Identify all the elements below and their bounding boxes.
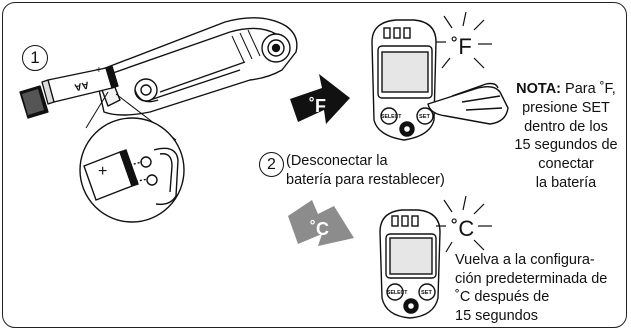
device-bottom bbox=[379, 209, 441, 319]
detail-plus: + bbox=[98, 163, 107, 180]
battery bbox=[19, 65, 119, 119]
hand-icon bbox=[427, 82, 509, 125]
step-2-text: (Desconectar la batería para restablecer… bbox=[286, 152, 491, 190]
magnified-detail bbox=[79, 117, 185, 223]
step-2-marker: 2 bbox=[259, 152, 284, 177]
revert-line-4: 15 segundos bbox=[455, 307, 539, 324]
note-line-2: presione SET bbox=[522, 99, 610, 116]
celsius-arrow bbox=[288, 200, 354, 246]
note-line-6: la batería bbox=[535, 174, 597, 191]
flash-rays-bottom bbox=[436, 195, 492, 253]
device-bottom-set-label: SET bbox=[421, 290, 432, 296]
revert-text: Vuelva a la configura- ción predetermina… bbox=[455, 251, 627, 325]
flashing-fahrenheit: ˚F bbox=[451, 34, 472, 59]
step-2-line-1: (Desconectar la bbox=[286, 153, 388, 169]
battery-plus: + bbox=[96, 65, 102, 76]
flashing-celsius: ˚C bbox=[451, 216, 474, 241]
revert-line-2: ción predeterminada de bbox=[455, 270, 608, 287]
step-1-marker: 1 bbox=[22, 45, 48, 71]
celsius-arrow-label: ˚C bbox=[310, 219, 329, 239]
note-line-4: 15 segundos de bbox=[514, 137, 618, 154]
note-line-1: NOTA: Para ˚F, bbox=[506, 80, 626, 99]
revert-line-3: ˚C después de bbox=[455, 289, 550, 306]
fahrenheit-arrow bbox=[290, 74, 350, 124]
device-top-select-label: SELECT bbox=[381, 114, 402, 120]
note-title: NOTA: bbox=[516, 81, 562, 97]
note-line-5: conectar bbox=[538, 156, 594, 173]
note-line-3: dentro de los bbox=[524, 118, 608, 135]
battery-label: AA bbox=[73, 79, 89, 93]
step-2-line-2: batería para restablecer) bbox=[286, 172, 445, 188]
fahrenheit-arrow-label: ˚F bbox=[309, 96, 326, 116]
flash-rays-top bbox=[436, 11, 492, 69]
note-line-1-rest: Para ˚F, bbox=[561, 81, 616, 97]
thermometer-probe bbox=[94, 17, 298, 116]
revert-line-1: Vuelva a la configura- bbox=[455, 252, 595, 268]
note-text: NOTA: Para ˚F, presione SET dentro de lo… bbox=[506, 80, 626, 193]
device-bottom-select-label: SELECT bbox=[387, 290, 408, 296]
device-top bbox=[371, 19, 437, 141]
device-top-set-label: SET bbox=[419, 114, 430, 120]
